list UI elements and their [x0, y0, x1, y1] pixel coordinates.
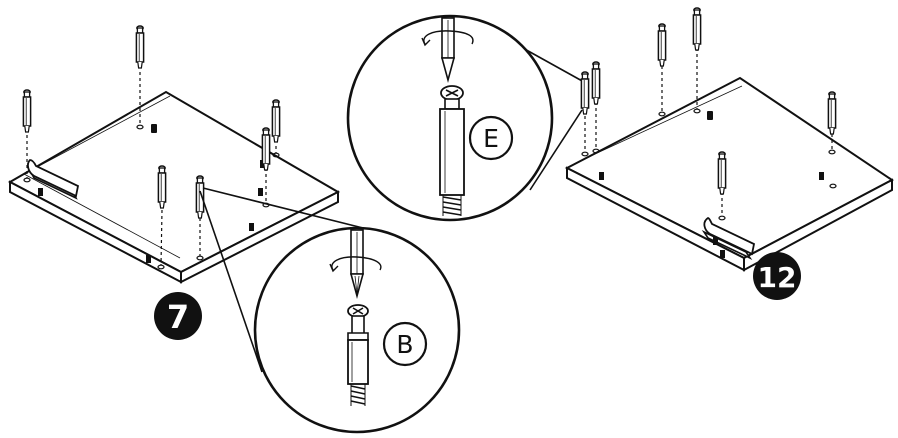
step-badge-12: 12 [753, 252, 801, 300]
right-panel-board [564, 76, 894, 272]
left-panel-board [7, 90, 341, 284]
screwdriver-icon [349, 229, 365, 300]
left-callout-lines [199, 187, 364, 373]
step-badge-7: 7 [154, 292, 202, 340]
detail-callout-e: E [346, 14, 585, 222]
step-number-7: 7 [167, 298, 189, 336]
screwdriver-icon-e [440, 17, 456, 84]
rotate-arrow-icon [329, 256, 382, 273]
left-hinge-bar [27, 159, 80, 200]
right-dowel-holes [581, 108, 837, 258]
cam-bolt-detail [347, 304, 369, 406]
right-dashed-guides [584, 48, 833, 216]
label-e-ring [468, 115, 514, 161]
detail-label-b: B [396, 330, 413, 359]
cam-bolt-detail-e [439, 85, 465, 216]
rotate-arrow-icon-e [421, 30, 474, 47]
left-dashed-guides [26, 72, 277, 266]
label-b-ring [382, 321, 428, 367]
detail-label-e: E [483, 124, 499, 153]
detail-callout-b: B [253, 226, 461, 434]
step-number-12: 12 [758, 261, 797, 294]
